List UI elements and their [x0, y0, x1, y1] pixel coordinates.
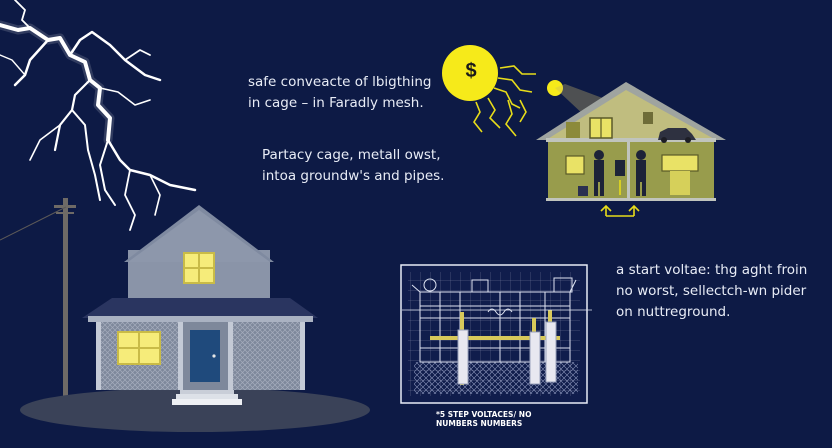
lightning-icon — [0, 0, 197, 231]
grounding-diagram — [400, 264, 592, 404]
text-line: a start voltae: thg aght froin — [616, 262, 808, 278]
dollar-symbol: $ — [465, 60, 477, 82]
cross-section-house — [536, 82, 726, 217]
text-line: Partacy cage, metall owst, — [262, 147, 441, 163]
ground-shadow — [20, 388, 370, 432]
text-line: intoa groundw's and pipes. — [262, 168, 445, 184]
text-block-grounding: Partacy cage, metall owst, intoa groundw… — [262, 145, 444, 187]
diagram-caption: *5 STEP VOLTACES/ NO NUMBERS NUMBERS — [436, 410, 546, 428]
text-line: on nuttreground. — [616, 304, 731, 320]
caption-line: *5 STEP VOLTACES/ NO — [436, 410, 532, 419]
text-block-step-voltage: a start voltae: thg aght froin no worst,… — [616, 260, 807, 323]
caption-line: NUMBERS NUMBERS — [436, 419, 523, 428]
text-line: in cage – in Faradly mesh. — [248, 95, 424, 111]
house-icon — [82, 205, 318, 405]
text-line: safe conveacte of lbigthing — [248, 74, 432, 90]
text-block-faraday: safe conveacte of lbigthing in cage – in… — [248, 72, 431, 114]
utility-pole — [0, 198, 76, 398]
dollar-sun-icon — [442, 45, 563, 137]
text-line: no worst, sellectch-wn pider — [616, 283, 807, 299]
